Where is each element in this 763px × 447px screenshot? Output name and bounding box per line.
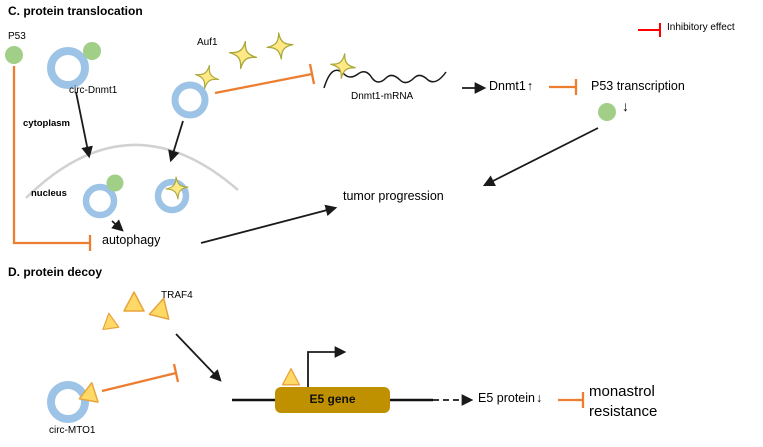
auf1-star-2 <box>266 32 294 60</box>
arrow-nucleus-autophagy <box>111 219 124 232</box>
panel-d-heading: D. protein decoy <box>8 265 103 279</box>
p53-label: P53 <box>8 31 26 42</box>
inhibit-auf1-mrna-bar <box>308 63 316 85</box>
traf4-on-e5-gene <box>281 368 301 386</box>
e5-down-arrow-icon: ↓ <box>535 391 543 405</box>
e5-protein-text: E5 protein <box>478 391 535 405</box>
circ-mto1-label: circ-MTO1 <box>49 425 96 436</box>
p53-protein-circle <box>5 46 23 64</box>
arrow-p53-tumor <box>482 127 599 187</box>
auf1-label: Auf1 <box>197 37 218 48</box>
tumor-progression-label: tumor progression <box>343 189 444 203</box>
auf1-star-in-nucleus <box>165 176 189 200</box>
auf1-star-1 <box>228 40 258 70</box>
p53-transcription-label: P53 transcription <box>591 79 685 93</box>
arrow-circdnmt1-nucleus <box>75 91 93 159</box>
autophagy-label: autophagy <box>102 233 161 247</box>
auf1-star-on-ring <box>194 64 220 90</box>
dnmt1-up-label: Dnmt1↑ <box>489 79 533 93</box>
traf4-triangle-2 <box>123 291 145 312</box>
p53-in-nucleus <box>106 174 124 192</box>
e5-gene-box <box>275 387 390 413</box>
arrow-ring-auf1-nucleus <box>168 120 184 163</box>
e5-protein-label: E5 protein↓ <box>478 391 542 405</box>
traf4-triangle-3 <box>148 297 170 320</box>
nucleus-label: nucleus <box>31 188 67 199</box>
transcription-start-arrow <box>307 346 347 387</box>
nuclear-membrane-arc <box>25 143 239 199</box>
inhibit-circmto1-traf4-line <box>101 371 177 393</box>
circ-dnmt1-label: circ-Dnmt1 <box>69 85 118 96</box>
monastrol-resistance-label: monastrol resistance <box>589 383 658 420</box>
p53-on-circ-dnmt1 <box>83 42 101 60</box>
cytoplasm-label: cytoplasm <box>23 118 70 129</box>
circ-mto1-ring <box>47 381 89 423</box>
arrow-autophagy-tumor <box>200 204 338 244</box>
circ-dnmt1-ring <box>47 47 89 89</box>
p53-transcription-circle <box>598 103 616 121</box>
inhibit-circmto1-traf4-bar <box>172 363 180 383</box>
circ-dnmt1-ring-auf1 <box>171 81 209 119</box>
dnmt1-mrna-squiggle <box>323 69 447 89</box>
panel-c-heading: C. protein translocation <box>8 4 143 18</box>
inhibit-p53-autophagy-line <box>12 66 90 245</box>
inhibit-auf1-mrna-line <box>214 72 313 95</box>
legend-inhibitory-label: Inhibitory effect <box>667 22 735 33</box>
p53-down-arrow-icon: ↓ <box>622 98 629 114</box>
arrow-traf4-gene <box>175 333 222 382</box>
e5-gene-label: E5 gene <box>309 392 356 406</box>
dnmt1-mrna-label: Dnmt1-mRNA <box>351 91 414 102</box>
traf4-on-circ-mto1 <box>78 381 99 403</box>
dnmt1-text: Dnmt1 <box>489 79 526 93</box>
traf4-label: TRAF4 <box>161 290 193 301</box>
up-arrow-icon: ↑ <box>526 79 534 93</box>
nucleus-ring-p53 <box>82 183 118 219</box>
auf1-star-on-mrna <box>330 53 356 79</box>
traf4-triangle-1 <box>102 312 120 331</box>
